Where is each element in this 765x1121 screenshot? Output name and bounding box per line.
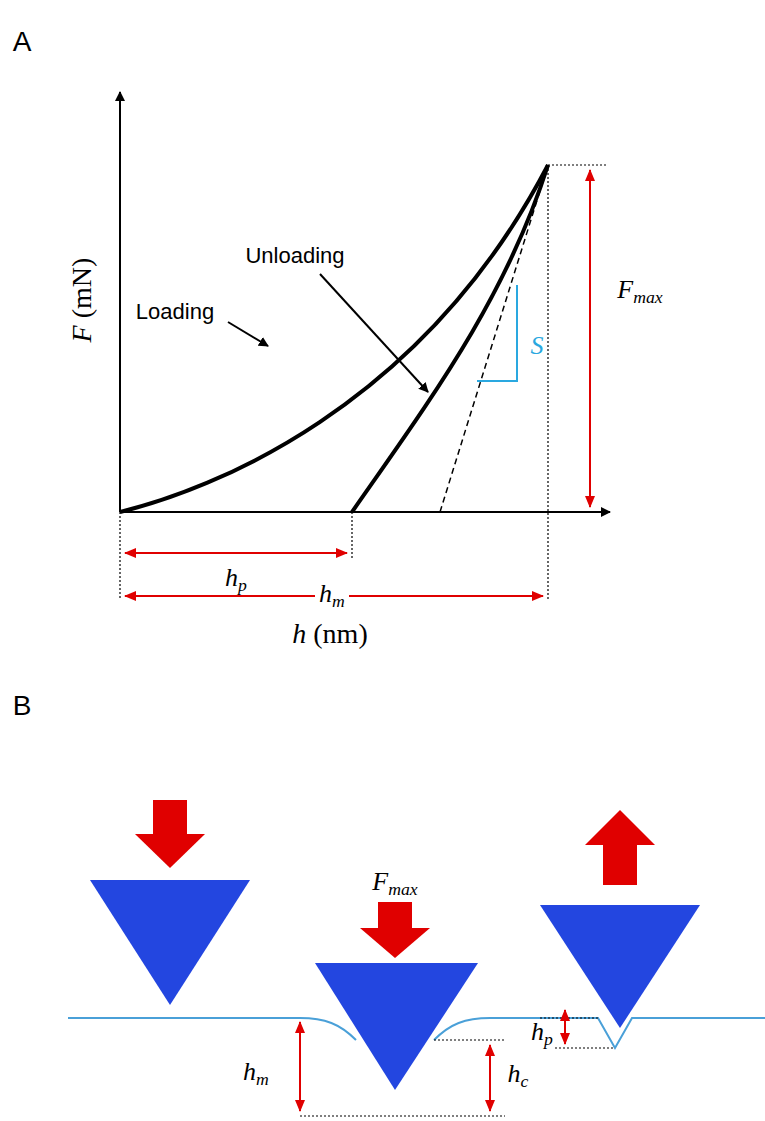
indentation-sequence	[68, 800, 765, 1116]
load-displacement-chart	[120, 92, 610, 600]
axis-title: h (nm)	[292, 620, 367, 648]
curve-label: Loading	[136, 301, 214, 323]
curve-label: Unloading	[245, 245, 344, 267]
dimension-label: hm	[315, 581, 349, 611]
panel-letter: B	[13, 692, 32, 720]
dimension-label: hc	[508, 1061, 529, 1091]
dimension-label: hp	[531, 1019, 553, 1049]
dimension-label: hm	[243, 1059, 269, 1089]
panel-letter: A	[13, 28, 32, 56]
stiffness-label: S	[531, 333, 544, 359]
dimension-label: hp	[225, 565, 247, 595]
dimension-label: Fmax	[617, 277, 662, 307]
force-label: Fmax	[372, 869, 417, 899]
axis-title: F (mN)	[68, 258, 96, 343]
